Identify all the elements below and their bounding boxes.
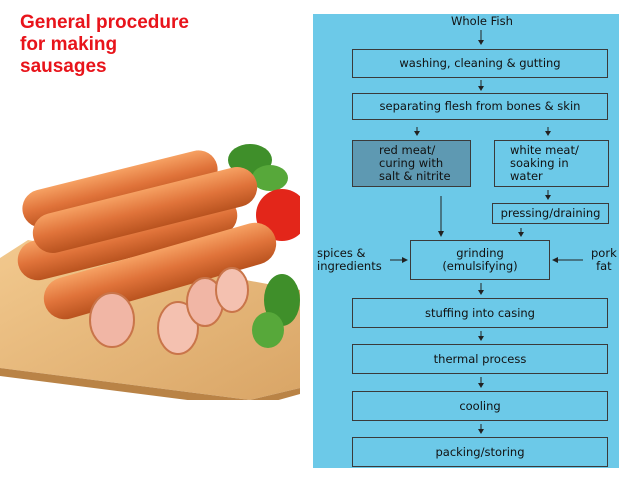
step-separating: separating flesh from bones & skin [352, 93, 608, 120]
step-cooling-text: cooling [459, 400, 500, 413]
title-line-2: for making [20, 34, 250, 56]
step-white-meat: white meat/ soaking in water [494, 140, 609, 187]
slide-title: General procedure for making sausages [20, 12, 250, 78]
spices-line-2: ingredients [317, 260, 382, 273]
step-pressing-text: pressing/draining [501, 207, 601, 220]
white-meat-line-3: water [510, 170, 608, 183]
red-meat-line-3: salt & nitrite [379, 170, 470, 183]
grinding-line-2: (emulsifying) [442, 260, 517, 273]
step-red-meat: red meat/ curing with salt & nitrite [352, 140, 471, 187]
start-label: Whole Fish [451, 15, 513, 28]
pork-line-2: fat [591, 260, 617, 273]
step-thermal-text: thermal process [434, 353, 527, 366]
step-cooling: cooling [352, 391, 608, 421]
sausage-photo [0, 130, 300, 400]
step-packing-text: packing/storing [435, 446, 524, 459]
step-thermal: thermal process [352, 344, 608, 374]
title-line-3: sausages [20, 56, 250, 78]
pork-fat-label: pork fat [591, 247, 617, 273]
step-grinding: grinding (emulsifying) [410, 240, 550, 280]
step-washing: washing, cleaning & gutting [352, 49, 608, 78]
step-stuffing-text: stuffing into casing [425, 307, 535, 320]
step-pressing: pressing/draining [492, 203, 609, 224]
step-stuffing: stuffing into casing [352, 298, 608, 328]
title-line-1: General procedure [20, 12, 250, 34]
step-separating-text: separating flesh from bones & skin [380, 100, 581, 113]
step-packing: packing/storing [352, 437, 608, 467]
step-washing-text: washing, cleaning & gutting [399, 57, 560, 70]
spices-label: spices & ingredients [317, 247, 382, 273]
